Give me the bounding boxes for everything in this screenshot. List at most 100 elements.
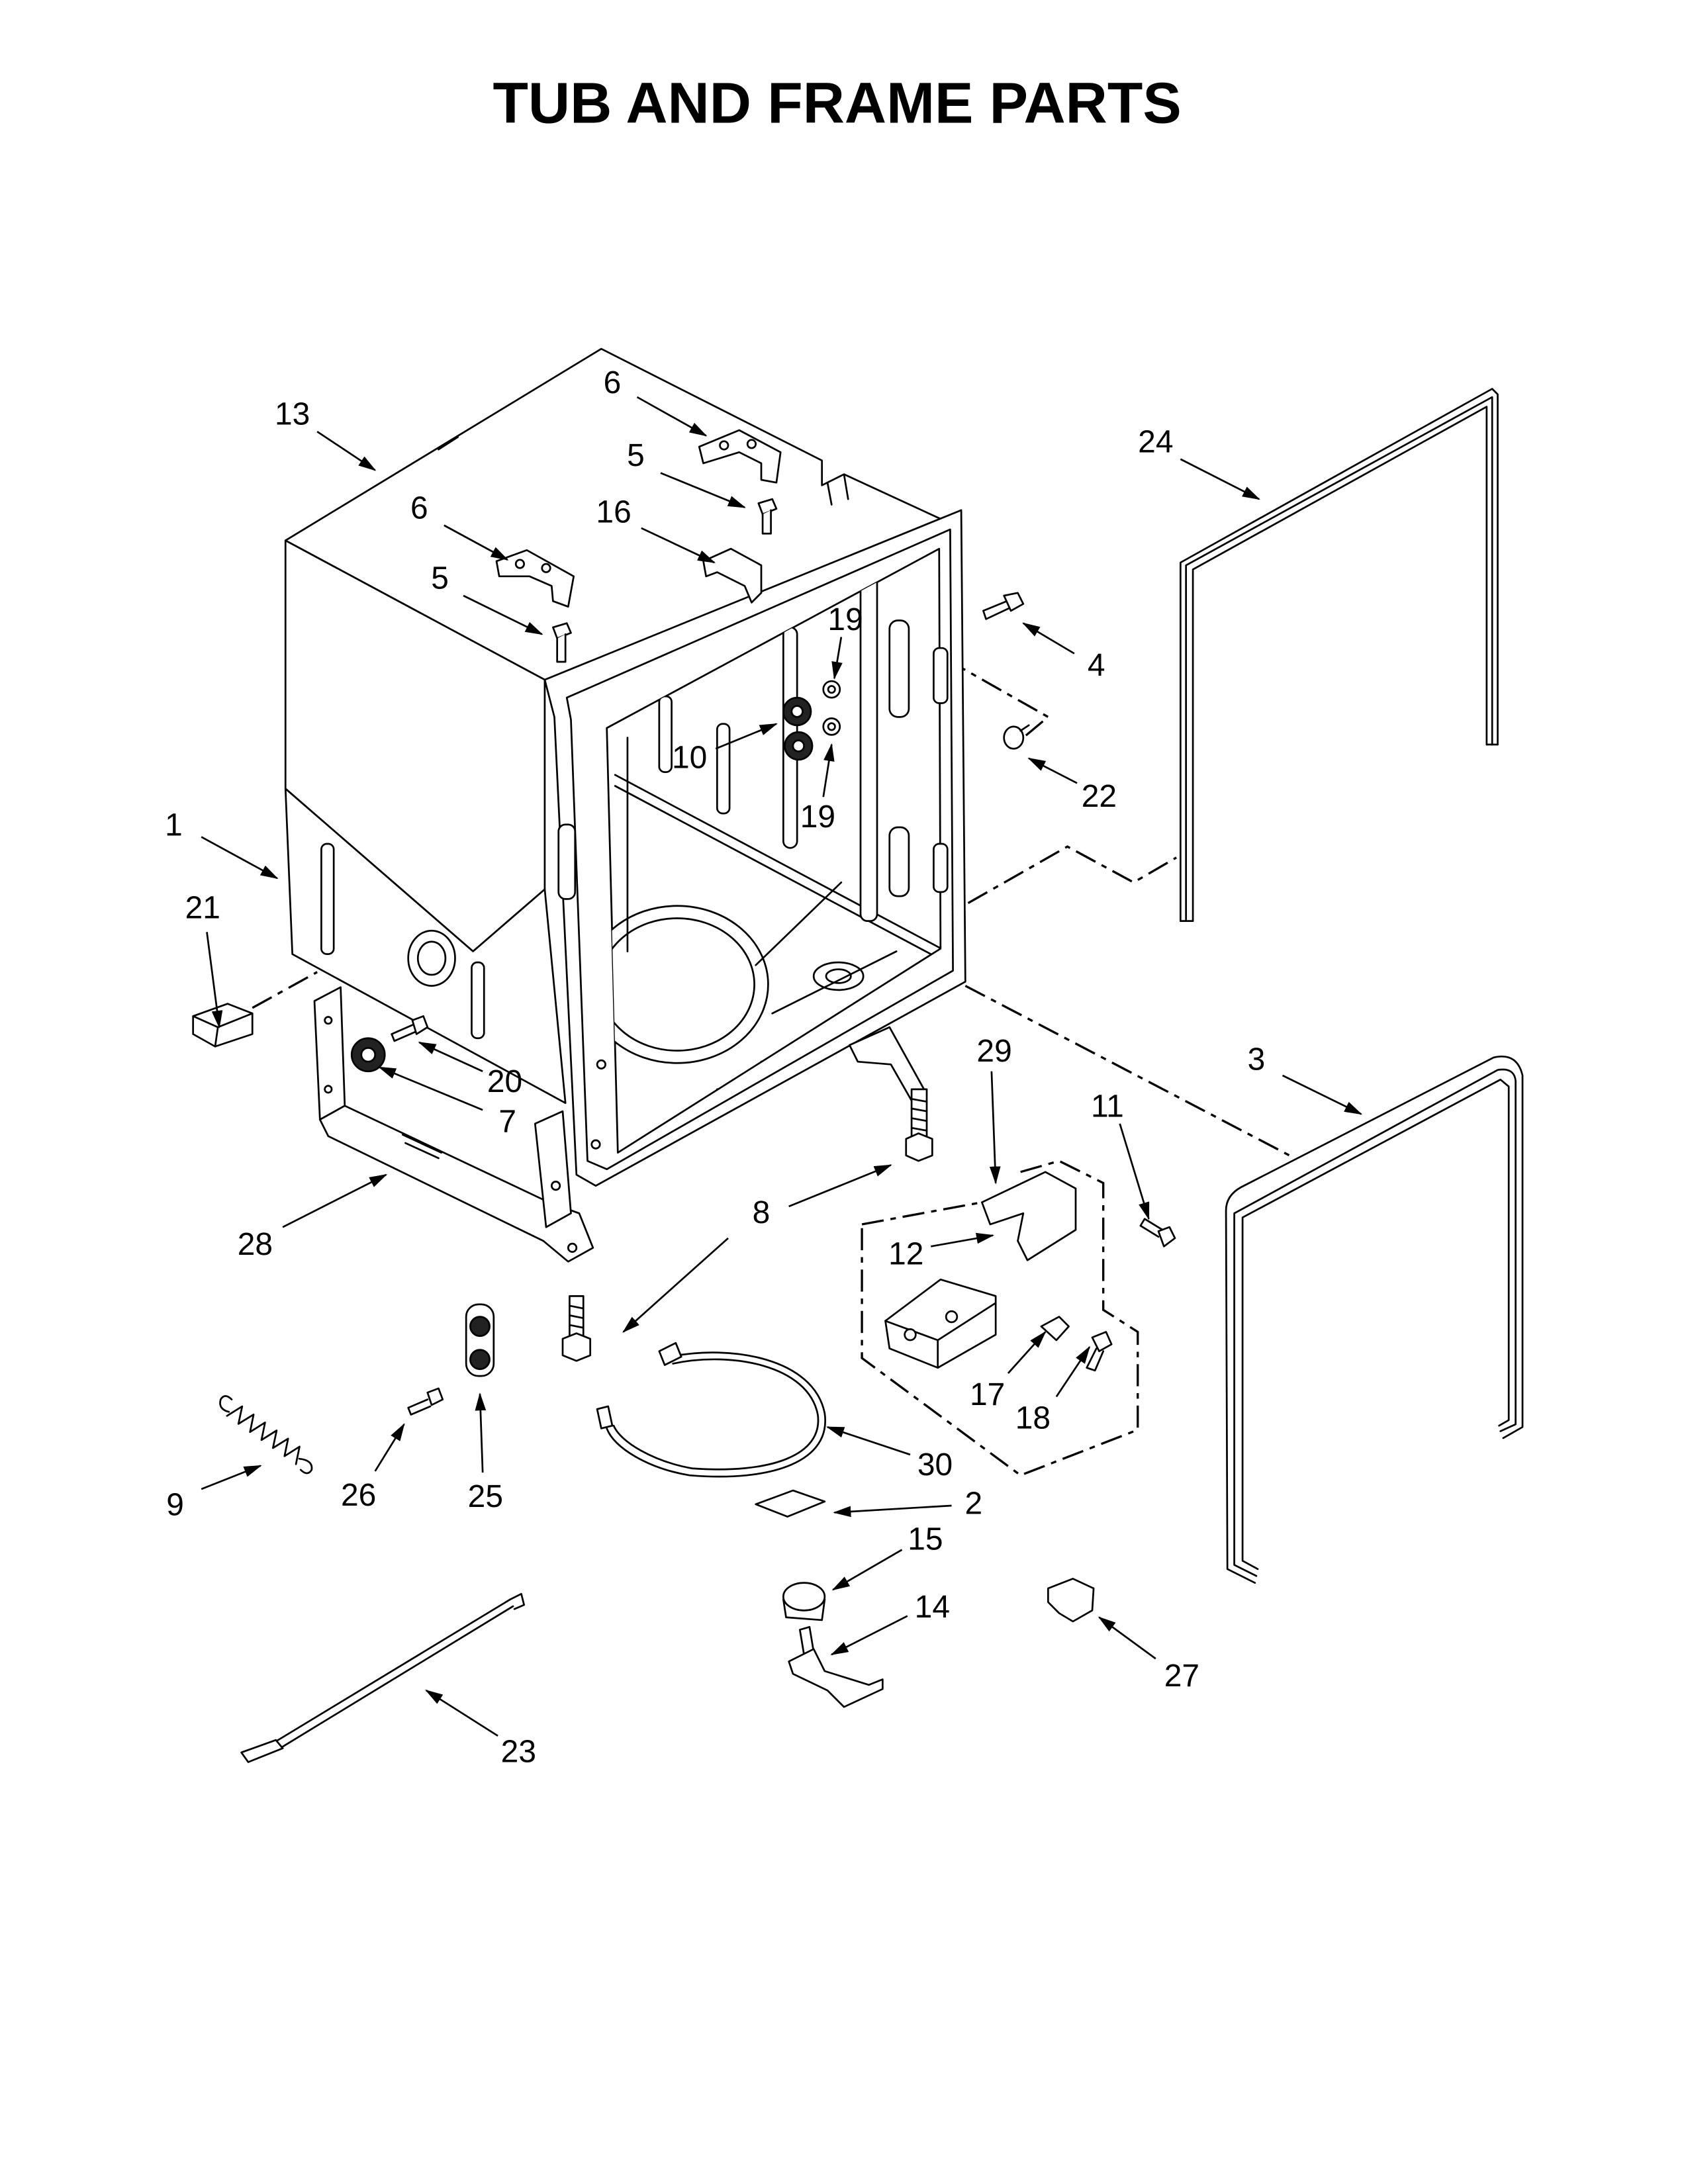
leader-26 [374, 1423, 405, 1472]
gasket-inner [1241, 1078, 1510, 1570]
leader-22 [1027, 757, 1078, 784]
harness-connector [596, 1405, 614, 1430]
rod-shaft [275, 1598, 514, 1750]
screw-head [1091, 1331, 1113, 1353]
screw-head [552, 622, 572, 639]
callout-label: 13 [275, 397, 310, 432]
plug-body [1003, 725, 1025, 750]
callout-label: 23 [501, 1735, 536, 1770]
page-title: TUB AND FRAME PARTS [492, 70, 1181, 135]
part-22-plug [1003, 724, 1030, 750]
part-14-bracket [788, 1625, 884, 1708]
frame-slot [933, 842, 949, 893]
frame-hole [590, 1139, 601, 1150]
leader-19-top [831, 637, 843, 680]
bracket-body [788, 1648, 884, 1708]
screw-head [757, 498, 778, 516]
box-edge [884, 1302, 997, 1369]
floor-junction [614, 774, 941, 966]
rail-teeth [401, 1134, 443, 1160]
callout-label: 9 [166, 1488, 184, 1523]
part-7-gear [350, 1037, 386, 1073]
bracket-hole [746, 439, 757, 449]
rail-hole [324, 1016, 333, 1025]
gasket-outer [1225, 1056, 1524, 1584]
leader-21 [206, 932, 223, 1029]
sump-recess-inner [606, 917, 755, 1052]
callout-label: 27 [1164, 1659, 1199, 1694]
leg-nut [905, 1132, 933, 1162]
callout-label: 30 [917, 1447, 953, 1482]
callout-label: 6 [604, 365, 622, 400]
rail-left-bracket [313, 986, 346, 1121]
box-hole [904, 1328, 917, 1342]
tub-top-detail [438, 436, 849, 506]
part-9-spring [219, 1395, 313, 1475]
leader-29 [989, 1071, 1001, 1185]
leader-3 [1282, 1074, 1363, 1115]
bracket-hole [514, 559, 526, 569]
screw-head [411, 1015, 429, 1035]
callout-label: 16 [596, 495, 631, 530]
part-16-bracket [702, 547, 763, 604]
alignment-line-3 [964, 985, 1290, 1157]
leader-8-upper [788, 1164, 892, 1208]
part-24-gasket [1179, 388, 1499, 923]
callout-label: 4 [1088, 648, 1105, 683]
harness-wire [612, 1358, 820, 1471]
back-wall-rib [716, 723, 731, 815]
screw-head [1157, 1226, 1176, 1248]
leader-17 [1007, 1330, 1047, 1374]
side-rib [471, 961, 485, 1040]
callout-label: 22 [1082, 779, 1117, 814]
part-26-screw [407, 1387, 444, 1416]
alignment-line-24 [967, 845, 1177, 905]
leader-28 [282, 1173, 388, 1228]
switch-body [782, 1582, 826, 1612]
bracket-hole [541, 563, 551, 573]
leader-5-left [463, 594, 543, 635]
part-29-cover [980, 1171, 1077, 1261]
callout-label: 25 [468, 1479, 503, 1514]
spring-hook [219, 1395, 233, 1413]
group-outline-12-17-18-29 [861, 1160, 1139, 1477]
leader-4 [1022, 622, 1075, 655]
callout-label: 21 [185, 891, 220, 926]
callout-label: 5 [431, 561, 449, 596]
grommet-hole [790, 705, 804, 718]
part-4-screw [982, 592, 1025, 620]
callout-label: 20 [487, 1064, 522, 1099]
callout-label: 17 [970, 1377, 1005, 1412]
screw-shaft [1139, 1218, 1164, 1238]
floor-ridges [716, 881, 898, 1132]
gasket-outer [1179, 388, 1499, 923]
callout-label: 1 [165, 808, 183, 843]
rail-body [318, 1105, 594, 1263]
callout-label: 15 [908, 1522, 943, 1557]
part-5-screw [552, 622, 572, 663]
frame-slot [557, 823, 577, 900]
alignment-line-22 [945, 658, 1051, 739]
leader-25 [475, 1392, 487, 1473]
callout-label: 19 [800, 799, 835, 835]
leader-23 [424, 1690, 498, 1737]
box-hole [945, 1310, 959, 1324]
alignment-line-21 [252, 971, 318, 1009]
side-rib [320, 842, 335, 956]
part-23-rod [240, 1592, 526, 1763]
spring-hook [298, 1457, 313, 1475]
leader-6-left [444, 524, 509, 561]
part-27-clip [1047, 1578, 1095, 1623]
leader-14 [830, 1615, 908, 1656]
leader-16 [641, 527, 716, 564]
grommet [469, 1349, 491, 1371]
right-wall-slot [888, 826, 910, 897]
callout-label: 26 [341, 1478, 376, 1513]
part-30-wire-harness [596, 1342, 827, 1478]
leader-13 [316, 430, 377, 471]
screw-shaft [761, 509, 772, 535]
leader-12 [931, 1232, 995, 1248]
gasket-mid [1233, 1068, 1517, 1577]
box-body [884, 1278, 997, 1369]
